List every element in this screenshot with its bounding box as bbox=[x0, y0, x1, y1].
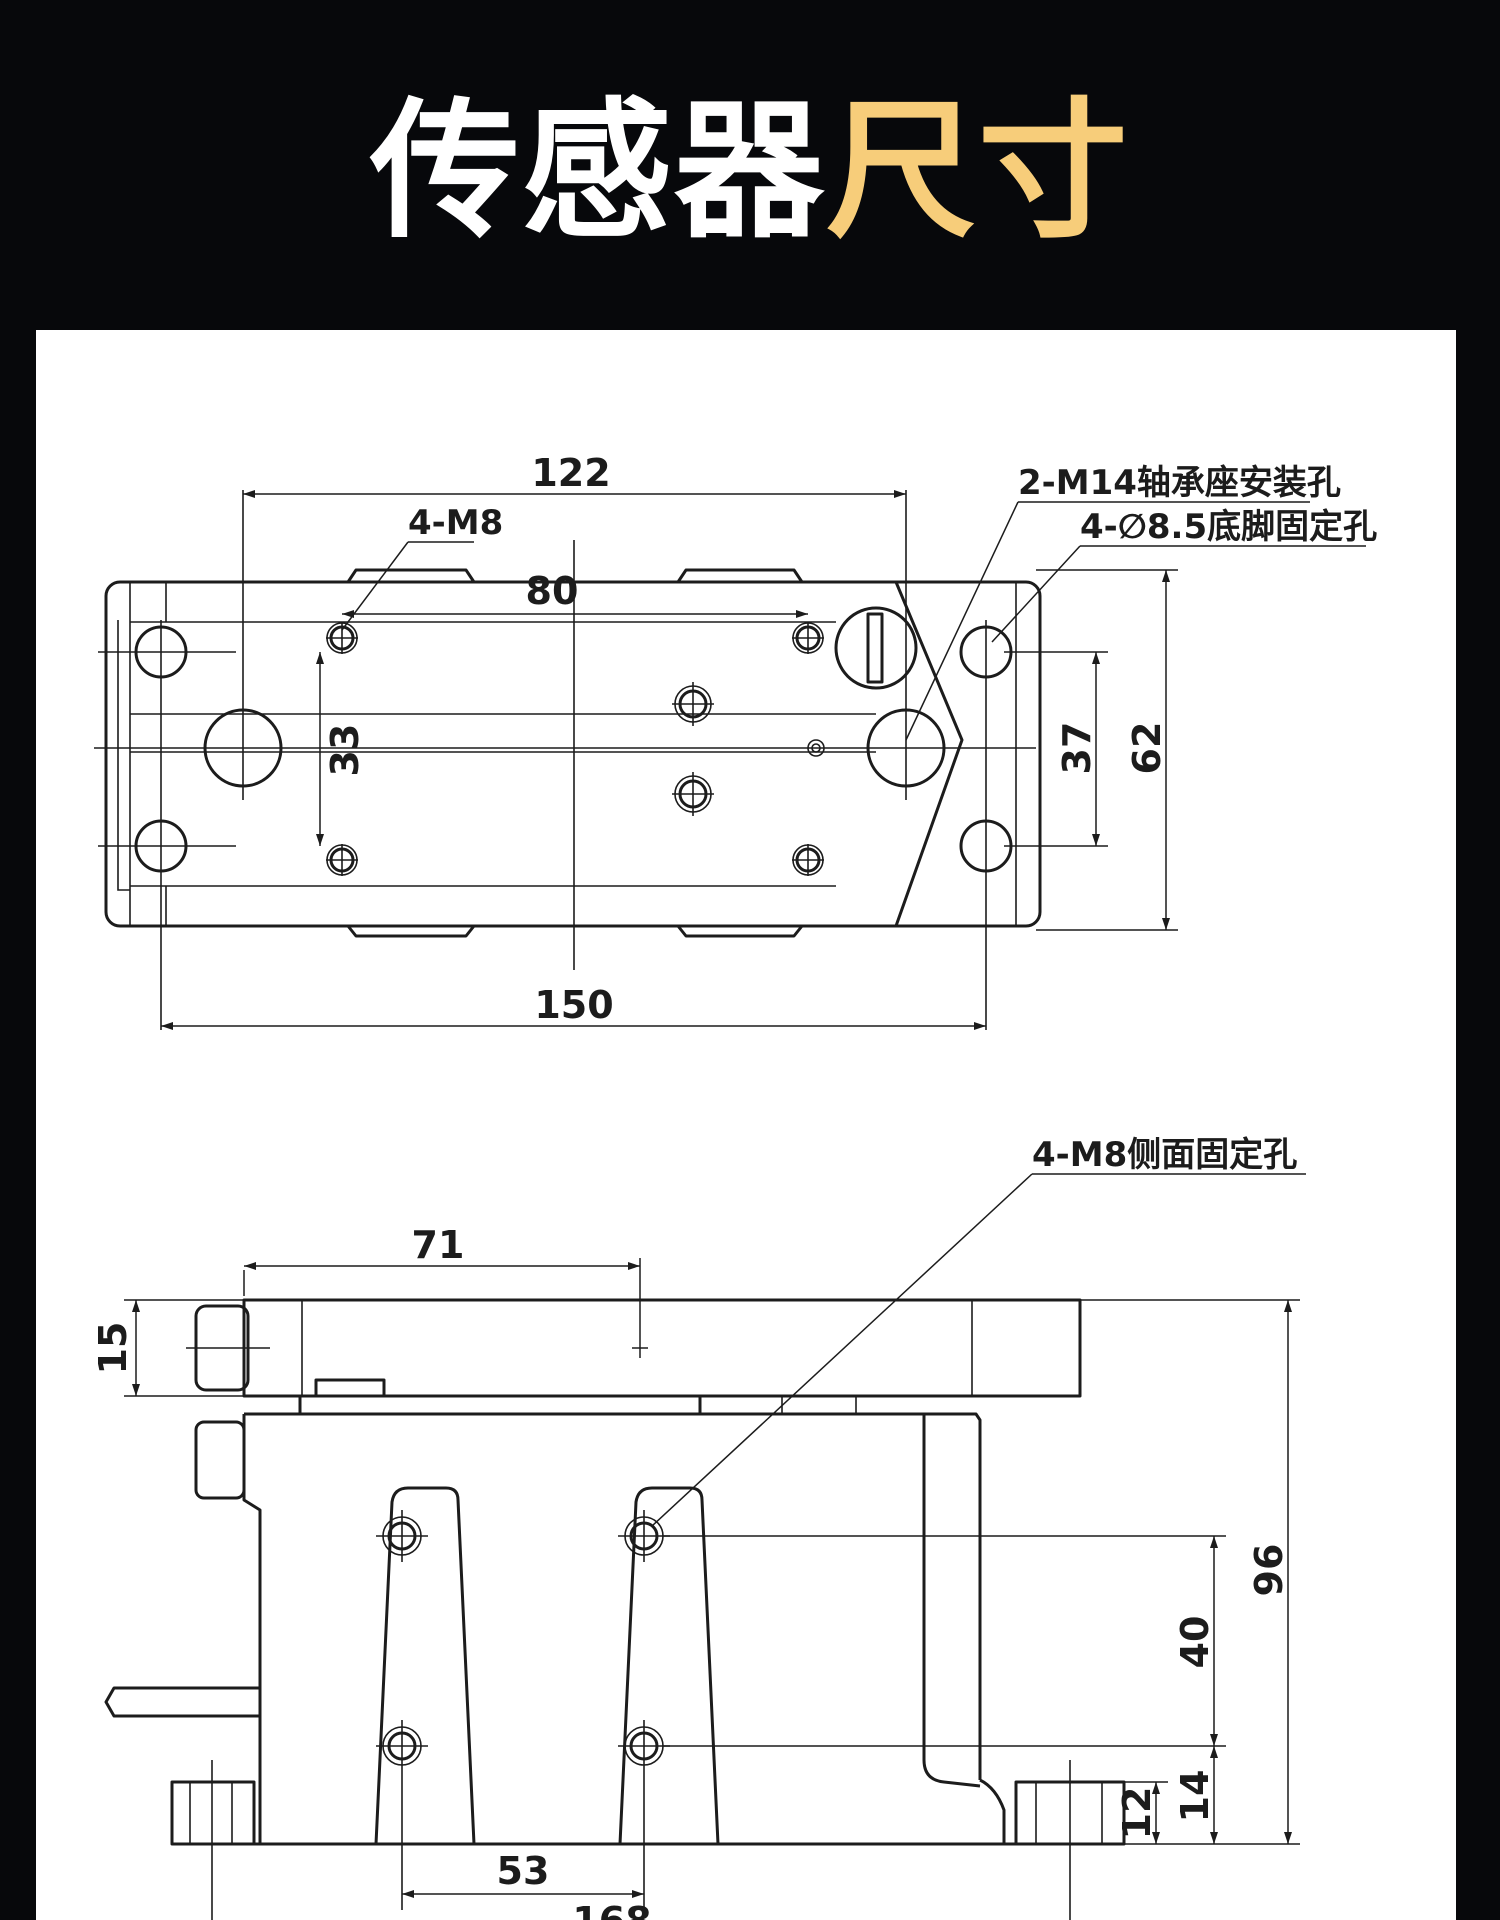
body-left-edge bbox=[242, 1414, 262, 1844]
center-hole bbox=[672, 772, 714, 816]
dim-text-14: 14 bbox=[1173, 1770, 1217, 1823]
page-title: 传感器尺寸 bbox=[0, 92, 1500, 252]
cable-gland bbox=[834, 606, 918, 690]
drawing-panel: 122 4-M8 80 33 37 62 2-M14轴承座安装孔 4-∅ bbox=[36, 330, 1456, 1920]
dim-text-80: 80 bbox=[526, 569, 579, 613]
title-accent-part: 尺寸 bbox=[826, 85, 1131, 259]
dim-text-15: 15 bbox=[91, 1322, 135, 1375]
inner-plate bbox=[922, 1414, 981, 1788]
label-m14-bearing: 2-M14轴承座安装孔 bbox=[1018, 463, 1341, 503]
arrow bbox=[1152, 1782, 1160, 1794]
arrow bbox=[161, 1022, 173, 1030]
arrow bbox=[628, 1262, 640, 1270]
dim-text-33: 33 bbox=[323, 724, 367, 777]
arrow bbox=[316, 652, 324, 664]
arrow bbox=[796, 610, 808, 618]
body-bolt bbox=[194, 1420, 246, 1500]
base-plate-outline bbox=[104, 580, 1042, 928]
base-foot-left bbox=[170, 1780, 256, 1846]
dim-text-53: 53 bbox=[497, 1849, 550, 1893]
side-view: 71 15 4-M8侧面固定孔 96 40 14 bbox=[91, 1135, 1306, 1920]
top-tab-right bbox=[676, 568, 804, 583]
cable bbox=[104, 1686, 260, 1718]
dim-text-122: 122 bbox=[531, 451, 610, 495]
center-hole bbox=[672, 682, 714, 726]
arrow bbox=[1284, 1300, 1292, 1312]
top-view: 122 4-M8 80 33 37 62 2-M14轴承座安装孔 4-∅ bbox=[94, 451, 1377, 1030]
m8-hole bbox=[326, 622, 358, 654]
side-m8-hole bbox=[618, 1720, 670, 1910]
bottom-tab-left bbox=[346, 925, 476, 938]
m8-hole bbox=[326, 844, 358, 876]
top-tab-left bbox=[346, 568, 476, 583]
upright-right bbox=[618, 1486, 720, 1845]
label-4-m8: 4-M8 bbox=[408, 503, 503, 543]
top-plate bbox=[242, 1298, 1082, 1398]
technical-drawing: 122 4-M8 80 33 37 62 2-M14轴承座安装孔 4-∅ bbox=[91, 451, 1377, 1920]
header: 传感器尺寸 bbox=[0, 0, 1500, 330]
title-white-part: 传感器 bbox=[369, 85, 826, 259]
m8-hole bbox=[792, 622, 824, 654]
center-small-hole bbox=[807, 739, 825, 757]
arrow bbox=[1210, 1832, 1218, 1844]
arrow bbox=[1210, 1734, 1218, 1746]
arrow bbox=[243, 490, 255, 498]
side-m8-hole bbox=[376, 1510, 428, 1562]
arrow bbox=[974, 1022, 986, 1030]
upright-left bbox=[374, 1486, 476, 1845]
arrow bbox=[1284, 1832, 1292, 1844]
dim-text-40: 40 bbox=[1173, 1616, 1217, 1669]
dim-text-96: 96 bbox=[1247, 1544, 1291, 1597]
mount-strip bbox=[298, 1396, 702, 1416]
arrow bbox=[1092, 652, 1100, 664]
leader-line bbox=[905, 501, 1019, 741]
arrow bbox=[244, 1262, 256, 1270]
arrow bbox=[1162, 918, 1170, 930]
mount-strip bbox=[314, 1378, 386, 1396]
leader-line bbox=[651, 1173, 1033, 1527]
dim-text-37: 37 bbox=[1055, 722, 1099, 775]
cable-gland-slot bbox=[866, 612, 884, 684]
arrow bbox=[1162, 570, 1170, 582]
arrow bbox=[1092, 834, 1100, 846]
diagonal-edge bbox=[894, 581, 964, 927]
body-outline bbox=[244, 1412, 982, 1780]
bottom-tab-right bbox=[676, 925, 804, 938]
dim-text-150: 150 bbox=[534, 983, 613, 1027]
arrow bbox=[1152, 1832, 1160, 1844]
dim-text-12: 12 bbox=[1115, 1787, 1159, 1840]
arrow bbox=[342, 610, 354, 618]
arrow bbox=[1210, 1746, 1218, 1758]
inner-plate-curve bbox=[979, 1778, 1006, 1844]
arrow bbox=[1210, 1536, 1218, 1548]
arrow bbox=[632, 1890, 644, 1898]
dim-text-62: 62 bbox=[1125, 722, 1169, 775]
arrow bbox=[132, 1384, 140, 1396]
label-side-m8: 4-M8侧面固定孔 bbox=[1032, 1135, 1297, 1175]
dim-text-168: 168 bbox=[572, 1899, 651, 1920]
end-bracket-left bbox=[117, 620, 130, 891]
arrow bbox=[402, 1890, 414, 1898]
arrow bbox=[894, 490, 906, 498]
arrow bbox=[316, 834, 324, 846]
m8-hole bbox=[792, 844, 824, 876]
arrow bbox=[132, 1300, 140, 1312]
dim-text-71: 71 bbox=[412, 1223, 465, 1267]
label-foot-hole: 4-∅8.5底脚固定孔 bbox=[1080, 507, 1377, 547]
side-m8-hole bbox=[376, 1720, 428, 1910]
leader-line bbox=[991, 545, 1081, 643]
